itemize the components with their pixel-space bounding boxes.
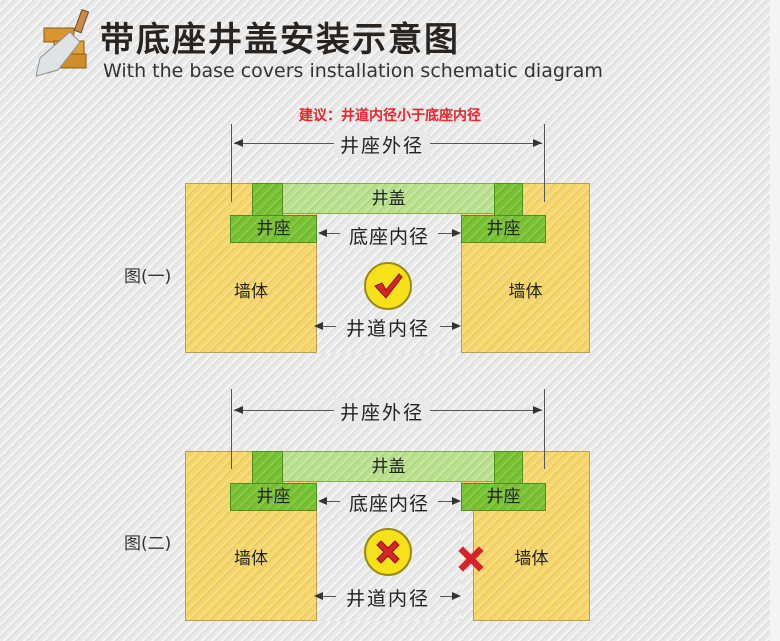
cover: 井盖 [282, 451, 495, 482]
dim-tick [326, 233, 340, 234]
arrow-right-icon [452, 229, 461, 237]
recommendation-note: 建议：井道内径小于底座内径 [299, 108, 481, 124]
wall-left-label: 墙体 [234, 282, 268, 302]
seat-left-column [252, 451, 283, 485]
page-subtitle: With the base covers installation schema… [103, 60, 603, 82]
dim-line-left-overlay [231, 183, 232, 202]
arrow-left-icon [318, 229, 327, 237]
dim-tick [440, 326, 452, 327]
dim-line-right [544, 389, 545, 469]
wall-right-label: 墙体 [514, 549, 549, 569]
wall-left [185, 451, 317, 621]
dim-tick [438, 233, 452, 234]
arrow-right-icon [533, 139, 542, 147]
outer-diameter-label: 井座外径 [334, 131, 431, 158]
arrow-left-icon [314, 322, 323, 330]
arrow-left-icon [314, 592, 323, 600]
seat-right: 井座 [461, 483, 546, 511]
cross-mark-icon [455, 543, 487, 579]
seat-left: 井座 [230, 483, 317, 511]
shaft-opening [317, 213, 461, 353]
dim-tick [326, 501, 340, 502]
arrow-right-icon [452, 322, 461, 330]
shaft-inner-diameter-label: 井道内径 [345, 318, 430, 340]
dim-line-left-overlay [231, 451, 232, 469]
seat-left-column [252, 183, 283, 217]
trowel-bricks-icon [30, 8, 98, 78]
arrow-right-icon [533, 406, 542, 414]
base-inner-diameter-label: 底座内径 [348, 226, 429, 248]
seat-right: 井座 [461, 215, 546, 243]
seat-right-column [494, 451, 523, 485]
right-edge-strip [770, 0, 780, 641]
figure-1-label: 图(一) [124, 267, 172, 287]
cross-icon [364, 528, 412, 576]
arrow-right-icon [452, 592, 461, 600]
page-title: 带底座井盖安装示意图 [100, 20, 460, 60]
arrow-left-icon [318, 497, 327, 505]
seat-right-column [494, 183, 523, 217]
outer-diameter-label: 井座外径 [334, 398, 431, 425]
cover: 井盖 [282, 183, 495, 214]
dim-tick [322, 326, 336, 327]
arrow-left-icon [234, 139, 243, 147]
arrow-right-icon [452, 497, 461, 505]
shaft-inner-diameter-label: 井道内径 [345, 588, 430, 610]
dim-tick [438, 501, 452, 502]
dim-line-left [231, 389, 232, 469]
dim-line-right-overlay [544, 183, 545, 202]
wall-left-label: 墙体 [234, 549, 268, 569]
dim-tick [440, 596, 452, 597]
arrow-left-icon [234, 406, 243, 414]
dim-line-left [231, 124, 232, 202]
dim-line-right [544, 124, 545, 202]
check-icon [364, 262, 412, 310]
base-inner-diameter-label: 底座内径 [348, 493, 429, 515]
figure-2-label: 图(二) [124, 534, 172, 554]
dim-line-right-overlay [544, 451, 545, 469]
wall-right-label: 墙体 [508, 282, 543, 302]
seat-left: 井座 [230, 215, 317, 243]
dim-tick [322, 596, 336, 597]
